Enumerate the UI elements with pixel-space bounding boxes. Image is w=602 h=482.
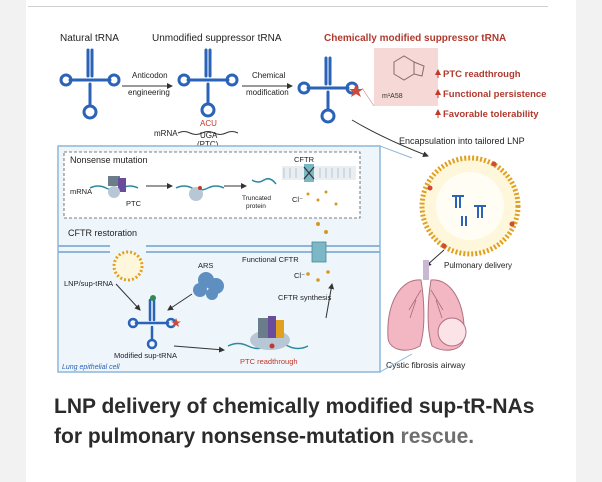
codon-ptc: (PTC) (197, 140, 219, 149)
benefits-list: PTC readthrough Functional persistence F… (435, 69, 546, 120)
label-airway: Cystic fibrosis airway (386, 360, 466, 370)
caption-title: LNP delivery of chemically modified sup-… (54, 395, 535, 448)
lnp-particle (419, 155, 521, 257)
nonsense-mrna: mRNA (70, 187, 92, 196)
trna-modified-shape (297, 56, 359, 124)
restoration-cell: Lung epithelial cell (62, 364, 120, 371)
nonsense-truncated-1: Truncated (242, 195, 271, 202)
codon-anticodon: ACU (200, 119, 217, 128)
nonsense-cftr: CFTR (294, 155, 315, 164)
restoration-readthrough: PTC readthrough (240, 357, 298, 366)
nonsense-cl: Cl⁻ (292, 195, 303, 204)
restoration-title: CFTR restoration (68, 228, 137, 238)
trna-modified-small (127, 298, 177, 350)
arrow-anticodon-line2: engineering (128, 88, 170, 97)
label-pulmonary: Pulmonary delivery (444, 261, 512, 270)
ribosome-readthrough (227, 316, 309, 350)
ars-enzyme (193, 272, 224, 300)
modification-star-icon (349, 84, 363, 97)
benefit-3: Favorable tolerability (443, 109, 539, 120)
caption-continuation: rescue. (400, 425, 475, 448)
arrow-chemical-line2: modification (246, 88, 289, 97)
codon-mrna-label: mRNA (154, 129, 178, 138)
trna-unmodified-shape (177, 48, 239, 118)
label-encapsulation: Encapsulation into tailored LNP (399, 136, 525, 146)
trna-natural-shape (59, 48, 121, 120)
restoration-lnp: LNP/sup-tRNA (64, 279, 113, 288)
arrow-chemical-line1: Chemical (252, 71, 286, 80)
arrow-anticodon-line1: Anticodon (132, 71, 168, 80)
nonsense-title: Nonsense mutation (70, 155, 148, 165)
label-natural-trna: Natural tRNA (60, 33, 119, 44)
restoration-ars: ARS (198, 261, 213, 270)
restoration-modified: Modified sup-tRNA (114, 351, 177, 360)
label-modified-trna: Chemically modified suppressor tRNA (324, 33, 506, 44)
lungs-illustration (387, 260, 467, 351)
benefit-1: PTC readthrough (443, 69, 521, 80)
figure-caption: LNP delivery of chemically modified sup-… (54, 392, 548, 452)
modification-label: m¹A58 (382, 93, 403, 100)
graphical-abstract-figure: Natural tRNA Unmodified suppressor tRNA … (56, 28, 548, 376)
restoration-functional: Functional CFTR (242, 255, 299, 264)
benefit-2: Functional persistence (443, 89, 546, 100)
label-unmodified-trna: Unmodified suppressor tRNA (152, 33, 282, 44)
codon-uga: UGA (200, 131, 218, 140)
restoration-cl: Cl⁻ (294, 271, 305, 280)
restoration-synthesis: CFTR synthesis (278, 293, 332, 302)
nonsense-ptc: PTC (126, 199, 142, 208)
nonsense-truncated-2: protein (246, 203, 266, 210)
top-divider (28, 6, 548, 7)
